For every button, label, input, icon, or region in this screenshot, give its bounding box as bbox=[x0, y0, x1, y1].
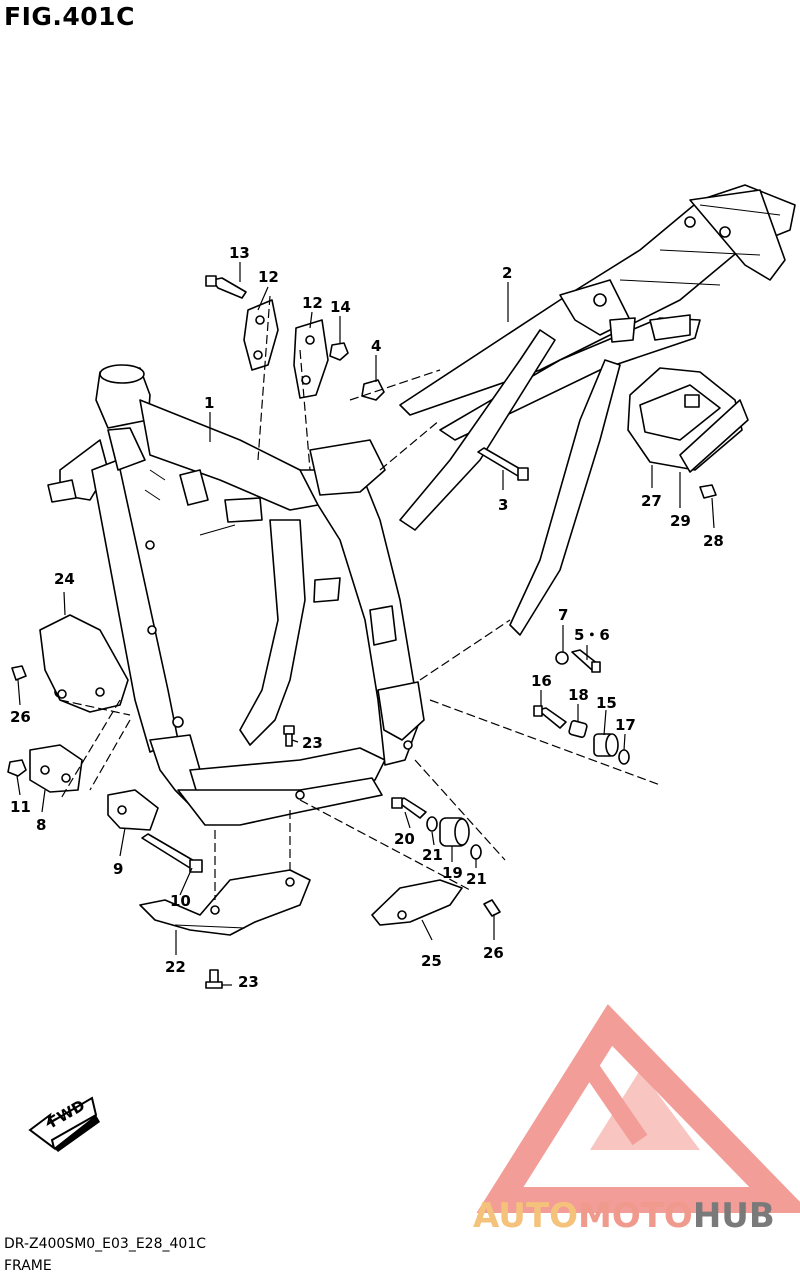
leader-lines bbox=[16, 262, 715, 986]
bushing-15 bbox=[593, 733, 619, 757]
watermark-moto: MOTO bbox=[577, 1196, 693, 1236]
bracket-8 bbox=[29, 744, 83, 793]
callout-2: 2 bbox=[502, 264, 512, 282]
callout-3: 3 bbox=[498, 496, 508, 514]
figure-title: FIG.401C bbox=[4, 2, 135, 31]
footer-code: DR-Z400SM0_E03_E28_401C bbox=[4, 1236, 206, 1252]
callout-14: 14 bbox=[330, 298, 351, 316]
callout-26-left: 26 bbox=[10, 708, 31, 726]
washer-21-upper bbox=[426, 816, 438, 832]
callout-12-left: 12 bbox=[258, 268, 279, 286]
callout-5-6: 5・6 bbox=[574, 626, 610, 644]
bolt-13 bbox=[205, 275, 247, 299]
bolt-28 bbox=[699, 484, 717, 499]
callout-9: 9 bbox=[113, 860, 123, 878]
bolt-16 bbox=[533, 705, 567, 729]
main-frame-part bbox=[47, 364, 425, 826]
collar-18 bbox=[568, 720, 588, 738]
callout-16: 16 bbox=[531, 672, 552, 690]
callout-21-upper: 21 bbox=[422, 846, 443, 864]
bolt-10 bbox=[141, 833, 203, 873]
guard-25 bbox=[371, 879, 463, 926]
watermark-text: AUTOMOTOHUB bbox=[473, 1196, 775, 1236]
bolt-3 bbox=[477, 447, 529, 481]
callout-19: 19 bbox=[442, 864, 463, 882]
callout-20: 20 bbox=[394, 830, 415, 848]
ecu-part-27 bbox=[627, 367, 749, 473]
callout-22: 22 bbox=[165, 958, 186, 976]
callout-8: 8 bbox=[36, 816, 46, 834]
callout-11: 11 bbox=[10, 798, 31, 816]
callout-26-right: 26 bbox=[483, 944, 504, 962]
callout-25: 25 bbox=[421, 952, 442, 970]
watermark-hub: HUB bbox=[692, 1196, 775, 1236]
callout-labels: 1 2 3 4 5・6 7 8 9 10 11 12 12 13 14 15 1… bbox=[10, 244, 724, 991]
bolt-20 bbox=[391, 797, 427, 819]
bracket-12-right bbox=[293, 319, 329, 399]
callout-23-lower: 23 bbox=[238, 973, 259, 991]
footer-name: FRAME bbox=[4, 1258, 52, 1274]
callout-21-lower: 21 bbox=[466, 870, 487, 888]
fwd-arrow-icon: FWD bbox=[28, 1096, 100, 1152]
bolt-5-6 bbox=[571, 649, 601, 673]
skid-plate-22 bbox=[139, 869, 311, 936]
bracket-9 bbox=[107, 789, 159, 831]
washer-7 bbox=[555, 651, 569, 665]
rear-subframe-part bbox=[399, 184, 796, 636]
bolt-23-upper bbox=[283, 725, 295, 747]
nut-14 bbox=[329, 342, 349, 361]
callout-12-right: 12 bbox=[302, 294, 323, 312]
bushing-19 bbox=[439, 817, 470, 847]
callout-1: 1 bbox=[204, 394, 214, 412]
nut-11 bbox=[7, 759, 27, 777]
watermark-auto: AUTO bbox=[473, 1196, 578, 1236]
washer-21-lower bbox=[470, 844, 482, 860]
callout-4: 4 bbox=[371, 337, 381, 355]
watermark-logo bbox=[476, 1004, 800, 1213]
bolt-26-right bbox=[483, 899, 501, 917]
callout-7: 7 bbox=[558, 606, 568, 624]
callout-15: 15 bbox=[596, 694, 617, 712]
bracket-12-left bbox=[243, 299, 279, 371]
callout-28: 28 bbox=[703, 532, 724, 550]
callout-23-upper: 23 bbox=[302, 734, 323, 752]
callout-18: 18 bbox=[568, 686, 589, 704]
callout-17: 17 bbox=[615, 716, 636, 734]
callout-24: 24 bbox=[54, 570, 75, 588]
bolt-26-left bbox=[11, 665, 27, 681]
bolt-23-lower bbox=[205, 969, 223, 989]
callout-29: 29 bbox=[670, 512, 691, 530]
callout-13: 13 bbox=[229, 244, 250, 262]
callout-10: 10 bbox=[170, 892, 191, 910]
guard-24 bbox=[39, 614, 129, 713]
callout-27: 27 bbox=[641, 492, 662, 510]
washer-17 bbox=[618, 749, 630, 765]
